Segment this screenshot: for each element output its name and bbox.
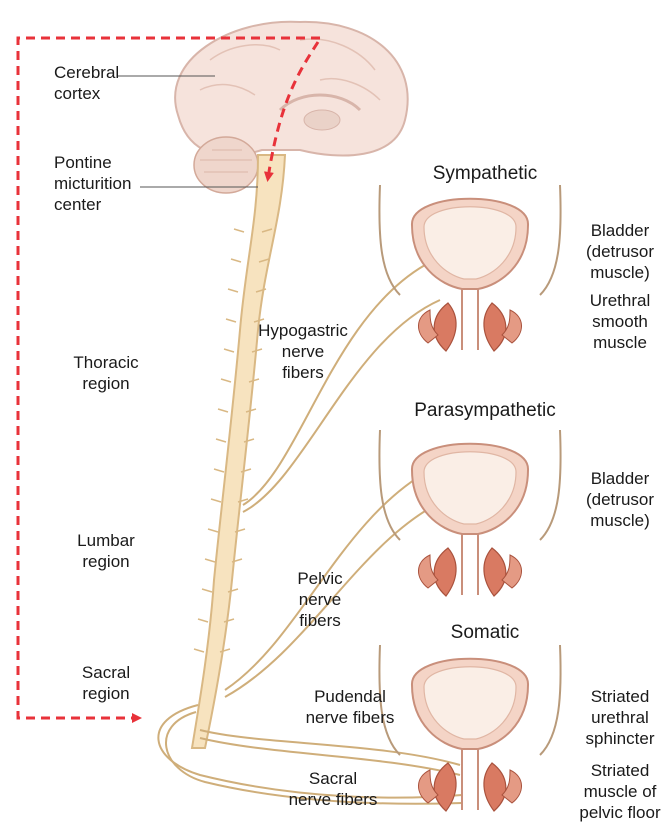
spinal-cord xyxy=(190,154,287,749)
label-lumbar-region: Lumbar region xyxy=(77,531,135,571)
label-pudendal-nerve-fibers: Pudendal nerve fibers xyxy=(305,687,395,727)
label-pontine-micturition-center: Pontine micturition center xyxy=(54,153,132,214)
label-sacral-region: Sacral region xyxy=(81,663,131,703)
bladder-sympathetic xyxy=(378,184,562,352)
brain-illustration xyxy=(174,20,409,194)
cortical-pathway-arrows xyxy=(16,36,320,723)
label-hypogastric-nerve-fibers: Hypogastric nerve fibers xyxy=(258,321,348,382)
label-thoracic-region: Thoracic region xyxy=(73,353,139,393)
nerve-roots xyxy=(193,228,273,653)
bladder-parasympathetic xyxy=(378,429,562,597)
label-pelvic-nerve-fibers: Pelvic nerve fibers xyxy=(297,569,343,630)
label-bladder-detrusor-sympathetic: Bladder (detrusor muscle) xyxy=(585,221,655,282)
label-striated-muscle-pelvic-floor: Striated muscle of pelvic floor xyxy=(579,761,661,822)
leader-lines xyxy=(118,75,258,188)
label-urethral-smooth-muscle: Urethral smooth muscle xyxy=(589,291,651,352)
label-sacral-nerve-fibers: Sacral nerve fibers xyxy=(288,769,378,809)
label-striated-urethral-sphincter: Striated urethral sphincter xyxy=(585,687,655,748)
panel-title-sympathetic: Sympathetic xyxy=(432,163,538,184)
bladder-somatic xyxy=(378,644,562,812)
label-cerebral-cortex: Cerebral cortex xyxy=(54,63,120,103)
label-bladder-detrusor-parasympathetic: Bladder (detrusor muscle) xyxy=(585,469,655,530)
panel-title-parasympathetic: Parasympathetic xyxy=(414,400,556,421)
nerve-fibers xyxy=(157,264,463,805)
panel-title-somatic: Somatic xyxy=(450,622,520,643)
